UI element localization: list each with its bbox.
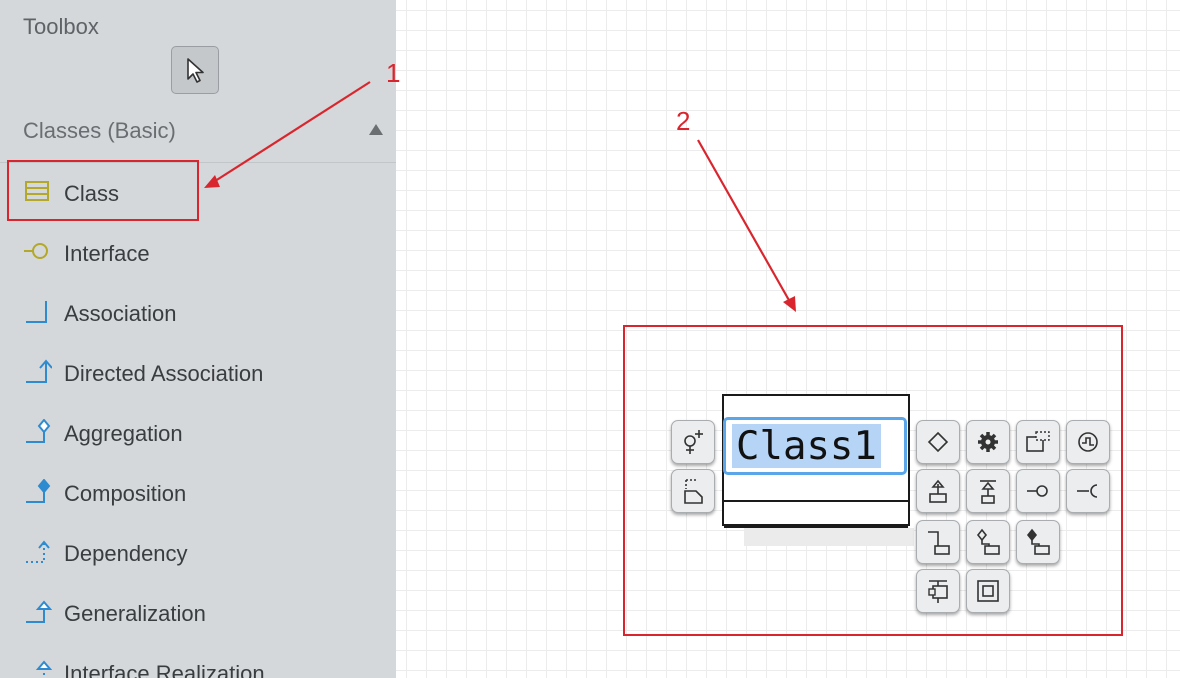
tool-label: Generalization [64, 601, 206, 626]
section-label: Classes (Basic) [23, 118, 176, 143]
add-port-button[interactable] [916, 569, 960, 613]
add-composition-icon [1026, 528, 1050, 555]
add-property-icon [978, 432, 998, 452]
add-aggregation-button[interactable] [966, 520, 1010, 564]
tool-label: Aggregation [64, 421, 183, 446]
add-provided-interface-button[interactable] [1016, 469, 1060, 513]
tool-item-interface[interactable]: Interface [0, 223, 396, 283]
add-subclass-icon [929, 479, 947, 503]
add-subclass-button[interactable] [916, 469, 960, 513]
tool-item-directed-association[interactable]: Directed Association [0, 343, 396, 403]
tool-label: Association [64, 301, 177, 326]
operation-compartment-divider [724, 526, 908, 528]
add-superclass-button[interactable] [966, 469, 1010, 513]
tool-label: Interface Realization [64, 661, 265, 678]
tool-label: Class [64, 181, 120, 206]
add-association-button[interactable] [916, 520, 960, 564]
section-header-classes-basic[interactable]: Classes (Basic) [0, 112, 396, 163]
attribute-compartment-divider [724, 500, 908, 502]
tool-item-aggregation[interactable]: Aggregation [0, 403, 396, 463]
add-port-icon [928, 580, 948, 603]
tool-label: Interface [64, 241, 150, 266]
toolbox-panel: Toolbox Classes (Basic) Class Interface … [0, 0, 396, 678]
add-attribute-button[interactable] [671, 420, 715, 464]
add-attribute-icon [684, 430, 703, 454]
add-superclass-icon [980, 480, 996, 504]
add-reception-icon [1078, 432, 1098, 452]
tool-label: Composition [64, 481, 187, 506]
tool-item-composition[interactable]: Composition [0, 463, 396, 523]
class-shadow [744, 528, 914, 546]
tool-item-association[interactable]: Association [0, 283, 396, 343]
triangle-up-icon[interactable] [369, 124, 383, 135]
aggregation-icon [26, 419, 51, 443]
directed-association-icon [26, 359, 52, 383]
add-template-icon [1026, 431, 1050, 452]
pointer-arrow-icon [187, 58, 204, 83]
tool-label: Directed Association [64, 361, 264, 386]
add-property-button[interactable] [966, 420, 1010, 464]
annotation-number-2: 2 [676, 106, 691, 136]
pointer-tool-button[interactable] [171, 46, 219, 94]
add-provided-interface-icon [1027, 485, 1048, 497]
tool-label: Dependency [64, 541, 188, 566]
class-name-input[interactable]: Class1 [723, 417, 907, 475]
add-required-interface-icon [1077, 484, 1098, 498]
interface-realization-icon [35, 660, 52, 678]
interface-lollipop-icon [24, 243, 48, 259]
add-required-interface-button[interactable] [1066, 469, 1110, 513]
tool-item-interface-realization[interactable]: Interface Realization [0, 643, 396, 678]
add-composition-button[interactable] [1016, 520, 1060, 564]
toolbox-title: Toolbox [23, 14, 99, 39]
class-icon [25, 181, 49, 201]
tool-item-generalization[interactable]: Generalization [0, 583, 396, 643]
add-aggregation-icon [976, 528, 1000, 555]
generalization-icon [26, 600, 52, 623]
add-part-icon [977, 580, 999, 602]
add-part-button[interactable] [966, 569, 1010, 613]
add-note-button[interactable] [671, 469, 715, 513]
tool-item-class[interactable]: Class [0, 163, 396, 223]
composition-icon [26, 479, 51, 503]
add-operation-button[interactable] [916, 420, 960, 464]
class-name-text[interactable]: Class1 [732, 424, 881, 469]
tool-item-dependency[interactable]: Dependency [0, 523, 396, 583]
add-association-icon [928, 531, 950, 555]
annotation-number-1: 1 [386, 58, 401, 88]
diagram-canvas[interactable] [396, 0, 1180, 678]
add-note-icon [684, 479, 703, 504]
add-operation-icon [927, 431, 949, 453]
dependency-icon [26, 540, 50, 563]
add-template-button[interactable] [1016, 420, 1060, 464]
association-icon [26, 301, 47, 323]
add-reception-button[interactable] [1066, 420, 1110, 464]
